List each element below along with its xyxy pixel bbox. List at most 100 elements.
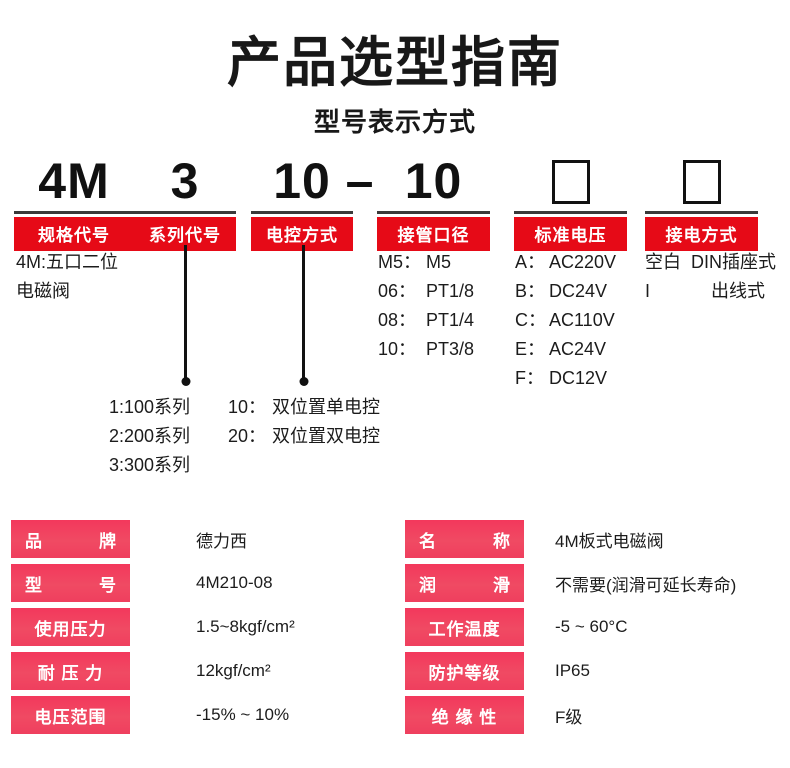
spec-label-lubrication: 润 滑 [405,564,524,602]
spec-label-char: 称 [493,531,510,551]
code-rule [14,211,134,215]
spec-label-char: 号 [99,575,116,595]
spec-row: 绝 缘 性 F级 [405,696,785,734]
legend-voltage-val-3: AC110V [549,310,615,331]
legend-line: 10： PT3/8 [378,335,474,364]
legend-voltage-key-5: F： [515,368,544,389]
spec-label-char: 绝 缘 性 [431,707,498,727]
legend-port-key-2: 06： [378,281,417,302]
spec-row: 品 牌 德力西 [11,520,395,558]
spec-label-working-pressure: 使用压力 [11,608,130,646]
spec-value-lubrication: 不需要(润滑可延长寿命) [555,575,737,595]
spec-label-char: 润 [419,575,436,595]
code-box-wiring [645,155,758,209]
legend-voltage-val-2: DC24V [549,281,608,302]
legend-port-size: M5： M5 06： PT1/8 08： PT1/4 10： PT3/8 [378,248,474,364]
spec-row: 电压范围 -15% ~ 10% [11,696,395,734]
code-box-voltage [514,155,627,209]
spec-label-working-temp: 工作温度 [405,608,524,646]
legend-voltage: A： AC220V B： DC24V C： AC110V E： AC24V F：… [515,248,616,393]
legend-port-key-4: 10： [378,339,417,360]
legend-port-val-4: PT3/8 [426,339,475,360]
spec-row: 防护等级 IP65 [405,652,785,690]
spec-value-protection-grade: IP65 [555,661,590,680]
connector-line-control [302,245,305,383]
legend-voltage-key-2: B： [515,281,546,302]
spec-value-working-pressure: 1.5~8kgf/cm² [196,617,295,636]
legend-wiring-key-2: I [645,281,651,302]
legend-port-key-3: 08： [378,310,417,331]
spec-row: 使用压力 1.5~8kgf/cm² [11,608,395,646]
spec-row: 名 称 4M板式电磁阀 [405,520,785,558]
spec-row: 润 滑 不需要(润滑可延长寿命) [405,564,785,602]
spec-label-char: 使用压力 [34,619,107,639]
code-rule [377,211,490,215]
legend-line: 10： 双位置单电控 [228,393,380,422]
legend-wiring: 空白 DIN插座式 I 出线式 [645,248,776,306]
page-header: 产品选型指南 型号表示方式 [0,0,790,139]
spec-table-right: 名 称 4M板式电磁阀 润 滑 不需要(润滑可延长寿命) 工作温度 -5 ~ 6… [405,520,785,740]
dash-glyph: – [345,153,375,210]
code-tag-port: 接管口径 [377,217,490,252]
legend-voltage-key-4: E： [515,339,546,360]
legend-line: 3:300系列 [109,451,190,480]
legend-control-val-2: 双位置双电控 [272,426,380,447]
spec-label-model: 型 号 [11,564,130,602]
spec-label-char: 牌 [99,531,116,551]
legend-control-key-2: 20： [228,426,267,447]
code-segment-port: 10 接管口径 [377,153,490,252]
legend-series-3: 3:300系列 [109,455,191,476]
legend-line: E： AC24V [515,335,616,364]
legend-voltage-val-4: AC24V [549,339,607,360]
specification-tables: 品 牌 德力西 型 号 4M210-08 使用压力 1.5~8kgf/cm² 耐… [0,520,790,740]
spec-value-insulation: F级 [555,707,583,727]
code-glyph-series: 3 [170,153,200,210]
legend-line: I 出线式 [645,277,776,306]
connector-line-series [184,245,187,383]
code-rule [645,211,758,215]
spec-label-char: 名 [419,531,436,551]
code-tag-control-wrap: . 电控方式 [251,155,353,252]
spec-label-char: 工作温度 [428,619,501,639]
code-separator-dash: – [340,155,380,209]
spec-value-working-temp: -5 ~ 60°C [555,617,628,636]
legend-wiring-key-1: 空白 [645,252,681,273]
spec-label-brand: 品 牌 [11,520,130,558]
legend-line: 2:200系列 [109,422,190,451]
code-glyph-port: 10 [404,153,463,210]
legend-control-key-1: 10： [228,397,267,418]
legend-line: B： DC24V [515,277,616,306]
code-segment-spec: 4M 规格代号 [14,155,134,252]
spec-label-char: 电压范围 [34,707,107,727]
spec-value-model: 4M210-08 [196,573,273,592]
page-subtitle: 型号表示方式 [313,107,476,138]
legend-voltage-key-1: A： [515,252,546,273]
legend-series-1: 1:100系列 [109,397,191,418]
spec-row: 工作温度 -5 ~ 60°C [405,608,785,646]
legend-line: A： AC220V [515,248,616,277]
spec-value-proof-pressure: 12kgf/cm² [196,661,271,680]
legend-line: 20： 双位置双电控 [228,422,380,451]
spec-label-voltage-range: 电压范围 [11,696,130,734]
spec-label-proof-pressure: 耐 压 力 [11,652,130,690]
legend-spec-line-1: 4M:五口二位 [16,252,119,273]
spec-label-char: 防护等级 [428,663,501,683]
code-tag-voltage: 标准电压 [514,217,627,252]
legend-port-val-2: PT1/8 [426,281,475,302]
legend-series-2: 2:200系列 [109,426,191,447]
legend-control-val-1: 双位置单电控 [272,397,380,418]
legend-port-val-1: M5 [426,252,452,273]
legend-port-key-1: M5： [378,252,422,273]
spec-label-protection-grade: 防护等级 [405,652,524,690]
spec-value-brand: 德力西 [196,531,247,551]
code-rule [514,211,627,215]
legend-line: F： DC12V [515,364,616,393]
legend-wiring-val-1: DIN插座式 [691,252,776,273]
code-tag-wiring: 接电方式 [645,217,758,252]
legend-port-val-3: PT1/4 [426,310,475,331]
legend-voltage-val-5: DC12V [549,368,608,389]
model-code-diagram: 4M 规格代号 3 系列代号 10 接管口径 – . 电控方式 10 接管口径 … [0,155,790,485]
legend-spec-code: 4M:五口二位 电磁阀 [16,248,118,306]
spec-row: 耐 压 力 12kgf/cm² [11,652,395,690]
code-segment-voltage: 标准电压 [514,155,627,252]
